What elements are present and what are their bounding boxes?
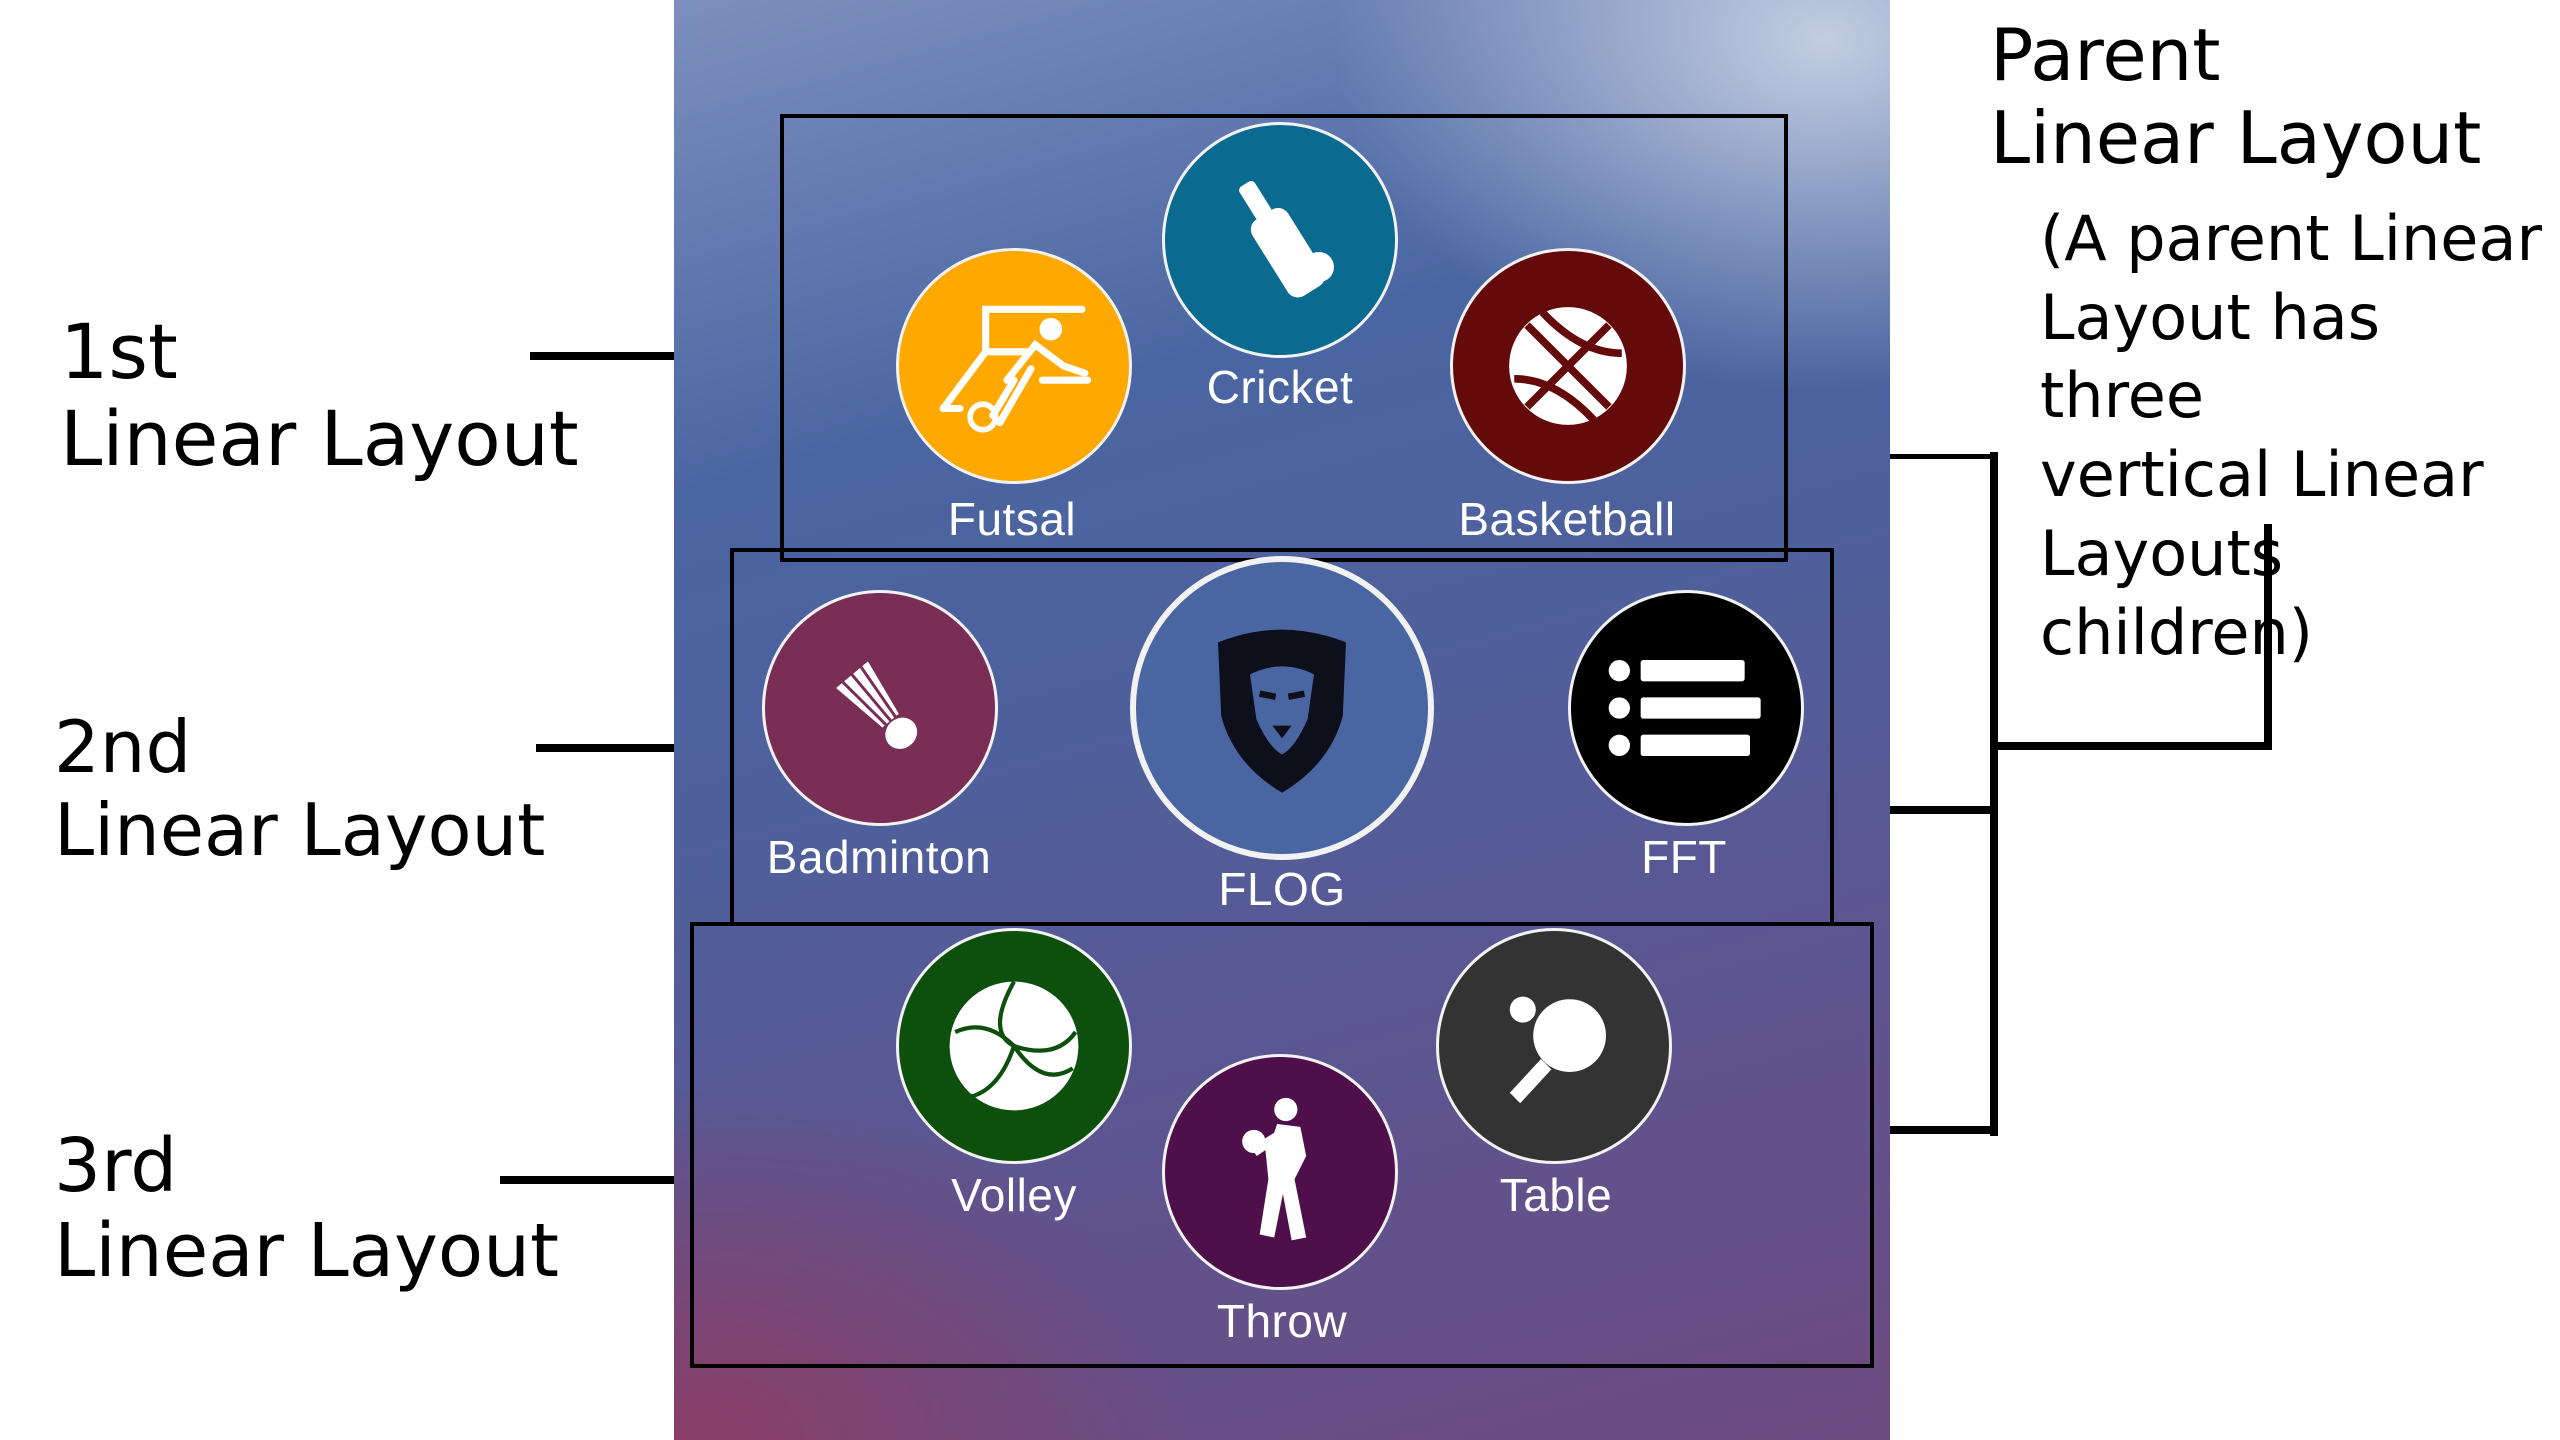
throw-button[interactable]: Throw bbox=[1162, 1054, 1402, 1364]
table-circle bbox=[1436, 928, 1672, 1164]
basketball-label: Basketball bbox=[1458, 493, 1676, 545]
futsal-button[interactable]: Futsal bbox=[892, 248, 1132, 558]
parent-desc-line-4: Layouts children) bbox=[2040, 516, 2313, 669]
fft-label: FFT bbox=[1641, 831, 1727, 883]
third-layout-connector bbox=[500, 1176, 696, 1184]
table-label: Table bbox=[1499, 1169, 1613, 1221]
parent-layout-annotation: Parent Linear Layout bbox=[1990, 14, 2481, 180]
throw-label: Throw bbox=[1216, 1295, 1348, 1347]
flog-circle bbox=[1130, 556, 1434, 860]
first-layout-title: Linear Layout bbox=[60, 394, 579, 484]
volley-label: Volley bbox=[951, 1169, 1077, 1221]
third-linear-layout bbox=[690, 922, 1874, 1368]
parent-desc-line-2: Layout has three bbox=[2040, 280, 2381, 433]
flog-label: FLOG bbox=[1218, 863, 1346, 915]
second-layout-ordinal: 2nd bbox=[54, 705, 192, 789]
throw-circle bbox=[1162, 1054, 1398, 1290]
second-layout-annotation: 2nd Linear Layout bbox=[54, 706, 545, 872]
first-layout-ordinal: 1st bbox=[60, 307, 178, 396]
basketball-button[interactable]: Basketball bbox=[1422, 248, 1712, 558]
futsal-label: Futsal bbox=[947, 493, 1077, 545]
badminton-label: Badminton bbox=[766, 831, 992, 883]
parent-desc-line-1: (A parent Linear bbox=[2040, 202, 2542, 275]
flog-button[interactable]: FLOG bbox=[1130, 556, 1434, 926]
parent-bracket-mid-arm bbox=[1826, 806, 1994, 814]
second-layout-title: Linear Layout bbox=[54, 787, 546, 872]
throw-icon bbox=[1242, 1097, 1307, 1241]
parent-layout-title-1: Parent bbox=[1990, 13, 2221, 97]
parent-bracket-vertical bbox=[1990, 452, 1998, 1136]
parent-desc-line-3: vertical Linear bbox=[2040, 438, 2484, 512]
phone-screen: Cricket Futsal bbox=[674, 0, 1890, 1440]
badminton-button[interactable]: Badminton bbox=[734, 590, 1024, 900]
futsal-icon bbox=[939, 305, 1092, 433]
table-tennis-icon bbox=[1509, 996, 1606, 1104]
basketball-icon bbox=[1509, 307, 1627, 425]
volley-button[interactable]: Volley bbox=[894, 928, 1134, 1228]
badminton-icon bbox=[831, 656, 918, 749]
list-icon bbox=[1608, 660, 1761, 756]
cricket-circle bbox=[1162, 122, 1398, 358]
cricket-label: Cricket bbox=[1206, 361, 1354, 413]
third-layout-annotation: 3rd Linear Layout bbox=[54, 1123, 560, 1295]
lion-logo-icon bbox=[1218, 629, 1346, 793]
cricket-button[interactable]: Cricket bbox=[1160, 122, 1400, 432]
badminton-circle bbox=[762, 590, 998, 826]
first-layout-annotation: 1st Linear Layout bbox=[60, 308, 579, 483]
table-button[interactable]: Table bbox=[1436, 928, 1676, 1238]
volley-circle bbox=[896, 928, 1132, 1164]
parent-layout-title-2: Linear Layout bbox=[1990, 95, 2482, 180]
parent-bracket-bottom-arm bbox=[1866, 1126, 1994, 1134]
first-layout-connector bbox=[530, 352, 784, 360]
cricket-icon bbox=[1239, 180, 1334, 298]
third-layout-ordinal: 3rd bbox=[54, 1123, 178, 1209]
volleyball-icon bbox=[949, 980, 1079, 1111]
basketball-circle bbox=[1450, 248, 1686, 484]
fft-circle bbox=[1568, 590, 1804, 826]
parent-desc-connector-horizontal bbox=[1994, 742, 2272, 750]
parent-layout-description: (A parent Linear Layout has three vertic… bbox=[2040, 200, 2560, 672]
futsal-circle bbox=[896, 248, 1132, 484]
third-layout-title: Linear Layout bbox=[54, 1208, 560, 1295]
fft-button[interactable]: FFT bbox=[1564, 590, 1804, 900]
parent-desc-connector-vertical bbox=[2264, 524, 2272, 750]
second-layout-connector bbox=[536, 744, 732, 752]
